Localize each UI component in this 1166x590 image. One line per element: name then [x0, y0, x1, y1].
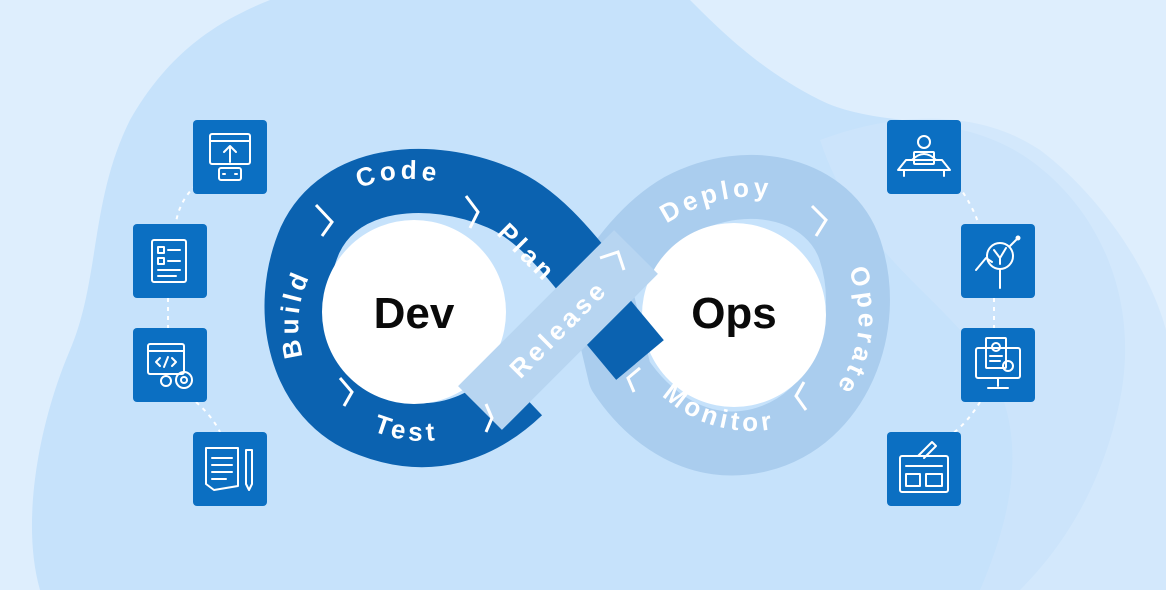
- browser-upload-code-icon: [209, 133, 251, 181]
- document-pencil-icon: [205, 447, 253, 491]
- icon-tile-engineer: [887, 120, 961, 194]
- segment-dividers: [314, 195, 828, 433]
- engineer-laptop-icon: [897, 135, 951, 177]
- ops-loop: [568, 154, 890, 476]
- release-band: [458, 230, 658, 430]
- ops-label: Ops: [691, 289, 777, 338]
- icon-tile-checklist: [133, 224, 207, 298]
- icon-tile-analytics: [961, 224, 1035, 298]
- icon-tile-kanban: [887, 432, 961, 506]
- finance-monitor-icon: [975, 337, 1021, 389]
- checklist-form-icon: [151, 239, 187, 283]
- icon-tile-document: [193, 432, 267, 506]
- icon-tile-code-gears: [133, 328, 207, 402]
- analytics-magnifier-icon: [975, 235, 1021, 289]
- dev-label: Dev: [374, 289, 455, 338]
- kanban-board-icon: [899, 441, 949, 493]
- icon-tile-browser-upload: [193, 120, 267, 194]
- icon-tile-finance: [961, 328, 1035, 402]
- code-window-gears-icon: [147, 343, 193, 389]
